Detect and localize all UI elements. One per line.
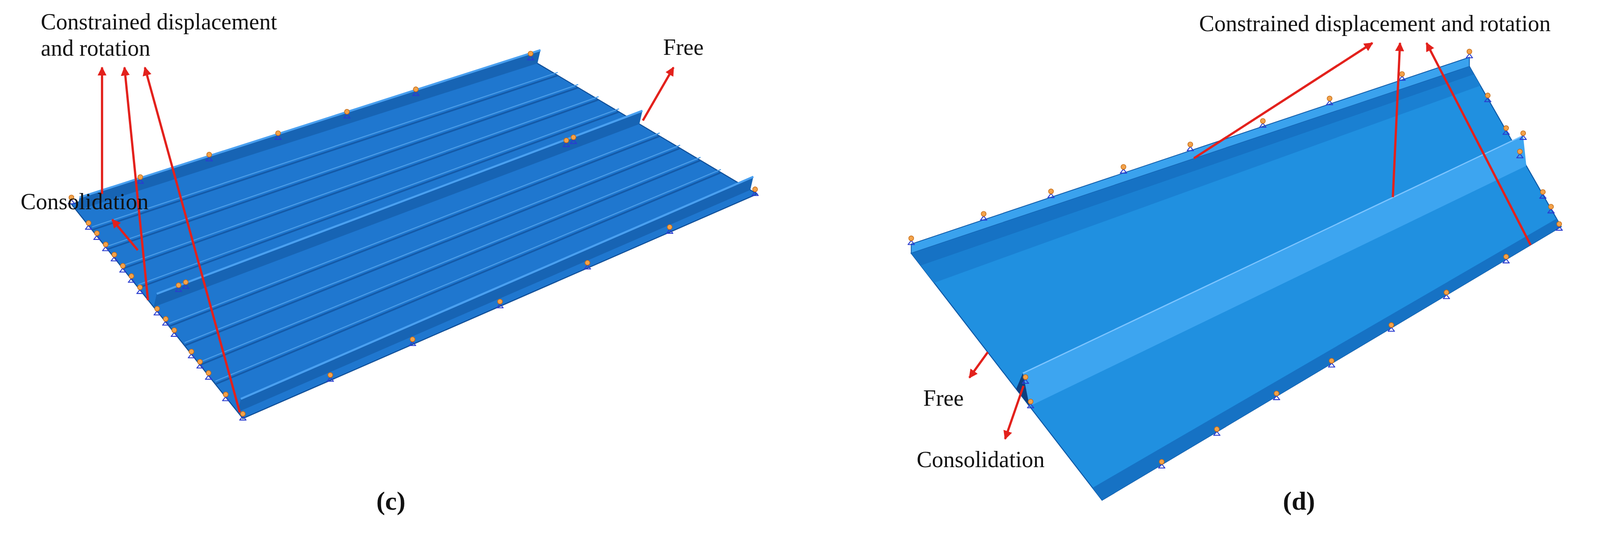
leader-arrow — [1392, 42, 1400, 197]
leader-arrow — [102, 67, 674, 413]
boundary-condition-marker — [412, 86, 420, 96]
tall-rib — [153, 110, 643, 308]
boundary-condition-marker — [1213, 426, 1221, 436]
boundary-condition-marker — [1021, 374, 1029, 384]
boundary-condition-marker — [1516, 149, 1524, 158]
boundary-condition-marker — [1047, 189, 1055, 198]
subfigure-label: (c) — [376, 485, 406, 517]
boundary-condition-marker — [980, 211, 988, 221]
boundary-condition-marker — [182, 279, 190, 289]
boundary-condition-marker — [569, 134, 577, 144]
boundary-condition-marker — [1555, 221, 1563, 231]
leader-arrow — [642, 67, 674, 121]
boundary-condition-marker — [1119, 164, 1127, 174]
boundary-condition-marker — [1328, 358, 1336, 368]
boundary-condition-marker — [1325, 96, 1333, 105]
boundary-condition-marker — [1259, 118, 1267, 128]
boundary-condition-marker — [562, 137, 570, 147]
leader-arrow — [112, 219, 138, 250]
boundary-condition-marker — [175, 282, 183, 292]
boundary-condition-marker — [239, 411, 247, 421]
boundary-condition-marker — [221, 392, 229, 401]
boundary-condition-marker — [93, 230, 101, 240]
boundary-condition-marker — [907, 235, 915, 245]
small-rib — [92, 72, 558, 227]
tall-rib — [240, 176, 754, 399]
roof-panel-d — [907, 42, 1563, 500]
leader-arrow — [1426, 42, 1531, 246]
boundary-condition-marker — [1502, 125, 1510, 135]
subfigure-label: (d) — [1282, 485, 1315, 517]
boundary-condition-marker — [1272, 390, 1280, 400]
boundary-condition-marker — [496, 299, 504, 308]
boundary-note: Consolidation — [916, 446, 1045, 473]
boundary-condition-marker — [85, 220, 93, 230]
boundary-condition-marker — [1158, 459, 1166, 468]
leader-arrow — [1193, 42, 1373, 159]
small-rib — [122, 96, 599, 266]
boundary-condition-marker — [907, 49, 1563, 468]
boundary-condition-marker — [196, 359, 204, 368]
roof-panel-c — [67, 50, 759, 420]
small-rib — [92, 75, 558, 230]
boundary-condition-marker — [1027, 399, 1035, 408]
leader-arrow — [144, 67, 240, 413]
tall-rib — [237, 176, 754, 413]
boundary-condition-marker — [153, 306, 161, 315]
seam-ridge — [1022, 135, 1524, 374]
boundary-condition-marker — [1519, 130, 1527, 140]
boundary-note: Free — [663, 34, 704, 61]
boundary-condition-marker — [1465, 49, 1473, 58]
leader-arrow — [1005, 385, 1024, 440]
small-rib — [138, 111, 619, 288]
boundary-condition-marker — [1442, 289, 1450, 299]
boundary-condition-marker — [1484, 92, 1492, 102]
boundary-condition-marker — [204, 370, 212, 380]
boundary-condition-marker — [343, 109, 351, 118]
boundary-condition-marker — [1547, 204, 1555, 214]
roof-panel-d — [911, 66, 1475, 266]
boundary-condition-marker — [162, 316, 170, 326]
boundary-condition-marker — [1502, 254, 1510, 264]
leader-arrow — [969, 352, 988, 378]
boundary-condition-marker — [326, 372, 334, 382]
boundary-note: Free — [923, 385, 964, 412]
small-rib — [138, 108, 619, 285]
small-rib — [215, 169, 722, 382]
boundary-condition-marker — [527, 51, 535, 61]
leader-arrow — [969, 42, 1531, 440]
small-rib — [215, 172, 722, 385]
boundary-condition-marker — [128, 273, 136, 283]
boundary-condition-marker — [119, 263, 127, 273]
boundary-condition-marker — [1539, 189, 1547, 199]
boundary-condition-marker — [1186, 142, 1194, 151]
boundary-condition-marker — [110, 252, 118, 261]
boundary-condition-marker — [205, 152, 213, 161]
tall-rib — [76, 50, 754, 412]
boundary-condition-marker — [274, 130, 282, 140]
boundary-condition-marker — [67, 51, 759, 421]
boundary-condition-marker — [170, 327, 178, 337]
boundary-condition-marker — [751, 186, 759, 196]
boundary-note: Consolidation — [20, 188, 149, 215]
leader-arrow — [100, 67, 104, 194]
seam-ridge — [1016, 135, 1527, 407]
roof-panel-c — [71, 59, 758, 419]
boundary-condition-marker — [187, 349, 195, 358]
boundary-note: Constrained displacement and rotation — [1199, 10, 1594, 37]
boundary-condition-marker — [102, 242, 110, 251]
seam-ridge — [1022, 135, 1527, 407]
boundary-condition-marker — [1387, 322, 1395, 332]
boundary-condition-marker — [136, 284, 144, 294]
boundary-condition-marker — [583, 260, 591, 270]
leader-arrow — [124, 67, 149, 300]
boundary-condition-marker — [408, 336, 416, 346]
boundary-condition-marker — [666, 224, 674, 234]
boundary-note: Constrained displacement and rotation — [40, 8, 304, 62]
boundary-condition-marker — [136, 174, 144, 184]
